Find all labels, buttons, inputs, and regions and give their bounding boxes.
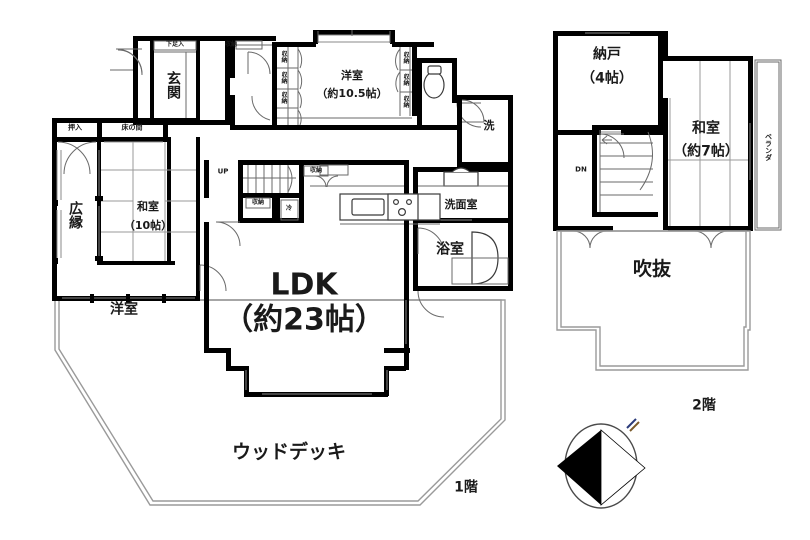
storage-label-under-stairs: 収納: [251, 198, 265, 206]
wood-deck-label: ウッドデッキ: [231, 441, 347, 464]
bathroom-label: 浴室: [436, 241, 464, 258]
floor2-caption: 2階: [692, 397, 716, 414]
storage-label-wr1-c: 収納: [280, 91, 287, 104]
storeroom-label: 納戸: [593, 46, 621, 63]
compass-rose: [557, 418, 646, 509]
hiroen-label: 広縁: [67, 201, 83, 229]
western-room-1-size: （約10.5帖）: [316, 87, 388, 101]
veranda-label: ベランダ: [764, 132, 773, 161]
japanese-room-1-label: 和室: [137, 200, 159, 214]
laundry-walls: [457, 95, 513, 167]
stairs-up-label: UP: [217, 167, 229, 176]
void-atrium-label: 吹抜: [632, 258, 672, 281]
japanese-room-2-size: （約7帖）: [673, 143, 739, 160]
japanese-room-2-label: 和室: [692, 120, 720, 137]
stairs-down: [592, 125, 658, 217]
kitchen: [304, 160, 441, 225]
hiroen-japaneseroom-walls: [52, 118, 227, 303]
fridge-label: 冷: [285, 204, 293, 212]
floor1-caption: 1階: [454, 479, 478, 496]
laundry-label: 洗: [483, 119, 495, 133]
storage-label-wr1-e: 収納: [402, 73, 409, 86]
tokonoma-label: 床の間: [121, 123, 143, 132]
hall-walls: [230, 36, 276, 130]
right-outer-wall: [413, 286, 418, 291]
western-room-1-walls: [272, 30, 434, 130]
storage-label-wr1-d: 収納: [402, 51, 409, 64]
shoe-cabinet-label: 下足入: [165, 40, 185, 48]
stairs-down-label: DN: [575, 165, 587, 174]
ldk-label: LDK: [270, 267, 338, 303]
floor2-shell: [553, 31, 782, 249]
storage-label-kitchen: 収納: [309, 166, 323, 174]
entrance-label: 玄関: [165, 71, 181, 99]
japanese-room-1-size: （10帖）: [123, 219, 173, 233]
wood-deck-outline: [54, 299, 506, 506]
storeroom-walls: [553, 31, 663, 135]
washroom-label: 洗面室: [444, 198, 478, 212]
bathroom-walls: [413, 222, 513, 318]
toilet-walls: [417, 58, 482, 130]
storeroom-size: （4帖）: [581, 70, 633, 87]
storage-label-wr1-f: 収納: [402, 95, 409, 108]
oshiire-label: 押入: [68, 123, 82, 132]
storage-label-wr1-b: 収納: [280, 71, 287, 84]
western-room-2-label: 洋室: [110, 301, 138, 318]
storage-label-hall: 収納: [224, 40, 238, 48]
western-room-1-label: 洋室: [341, 69, 363, 83]
storage-label-wr1-a: 収納: [280, 50, 287, 63]
ldk-walls: [204, 160, 410, 397]
stairs-storage: [215, 160, 329, 247]
void-outline: [556, 230, 751, 371]
ldk-size: （約23帖）: [223, 302, 385, 338]
